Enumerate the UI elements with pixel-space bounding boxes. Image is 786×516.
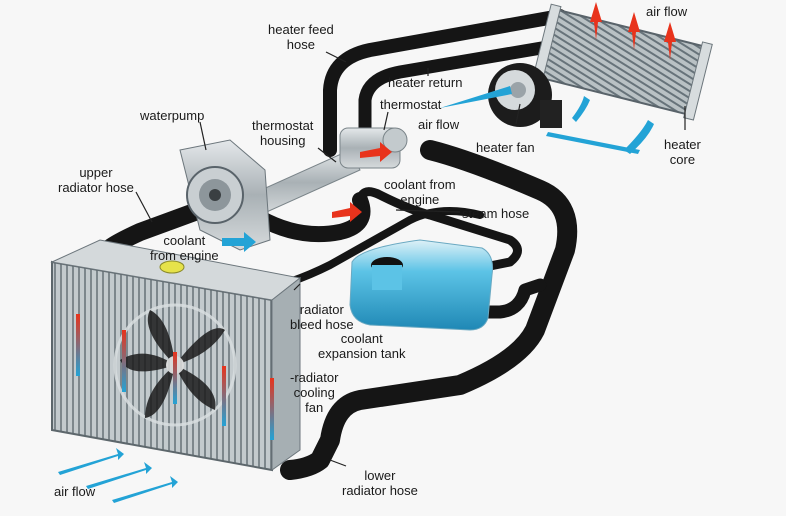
steam-hose xyxy=(355,187,522,273)
heater-return-hose xyxy=(358,37,572,157)
radiator-air-flow-arrows xyxy=(58,448,178,503)
label-steam-hose: steam hose xyxy=(462,206,530,221)
radiator-cooling-fan xyxy=(113,303,237,427)
thermostat-hot-arrows xyxy=(332,142,392,222)
coolant-expansion-tank xyxy=(349,239,493,331)
label-line: core xyxy=(669,152,696,167)
label-heater-core: heater core xyxy=(664,137,701,167)
label-line: thermostat xyxy=(252,118,314,133)
pump-lower-hose xyxy=(252,192,371,243)
label-upper-radiator-hose: upper radiator hose xyxy=(58,165,134,195)
heater-fan xyxy=(440,63,562,128)
label-line: coolant from xyxy=(384,177,456,192)
label-line: -radiator xyxy=(290,370,339,385)
label-line: cooling xyxy=(293,385,335,400)
label-line: engine xyxy=(400,192,440,207)
label-line: heater xyxy=(664,137,701,152)
label-coolant-from-engine-right: coolant from engine xyxy=(384,177,456,207)
label-air-flow-fan: air flow xyxy=(418,117,460,132)
label-line: housing xyxy=(259,133,306,148)
label-heater-fan: heater fan xyxy=(476,140,535,155)
heater-hot-air-arrows xyxy=(590,2,676,60)
label-line: upper xyxy=(79,165,113,180)
label-line: radiator xyxy=(299,302,344,317)
heater-feed-hose xyxy=(323,9,567,157)
label-line: radiator hose xyxy=(342,483,418,498)
label-waterpump: waterpump xyxy=(140,108,205,123)
leader-lines xyxy=(135,51,686,467)
label-line: fan xyxy=(305,400,324,415)
label-lower-radiator-hose: lower radiator hose xyxy=(342,468,418,498)
label-line: hose xyxy=(286,37,315,52)
label-air-flow-top: air flow xyxy=(646,4,688,19)
label-radiator-cooling-fan: -radiator cooling fan xyxy=(290,370,338,415)
label-radiator-bleed-hose: radiator bleed hose xyxy=(290,302,354,332)
label-air-flow-bottom: air flow xyxy=(54,484,96,499)
label-thermostat-housing: thermostat housing xyxy=(252,118,313,148)
label-line: radiator hose xyxy=(58,180,134,195)
label-heater-return: heater return xyxy=(388,75,463,90)
label-line: lower xyxy=(364,468,396,483)
label-coolant-from-engine-left: coolant from engine xyxy=(150,233,219,263)
label-line: bleed hose xyxy=(290,317,354,332)
label-line: expansion tank xyxy=(318,346,406,361)
label-line: from engine xyxy=(150,248,219,263)
label-line: coolant xyxy=(340,331,383,346)
thermostat-housing xyxy=(249,127,408,216)
label-heater-feed-hose: heater feed hose xyxy=(268,22,334,52)
waterpump xyxy=(179,139,271,252)
label-coolant-expansion-tank: coolant expansion tank xyxy=(318,331,405,361)
main-return-hose xyxy=(280,140,578,480)
label-line: coolant xyxy=(163,233,206,248)
heater-cold-air-arrows xyxy=(546,96,654,154)
label-line: heater feed xyxy=(268,22,334,37)
tank-outlet-hose xyxy=(443,278,547,319)
radiator-temperature-bars xyxy=(76,314,274,440)
label-thermostat: thermostat xyxy=(380,97,442,112)
